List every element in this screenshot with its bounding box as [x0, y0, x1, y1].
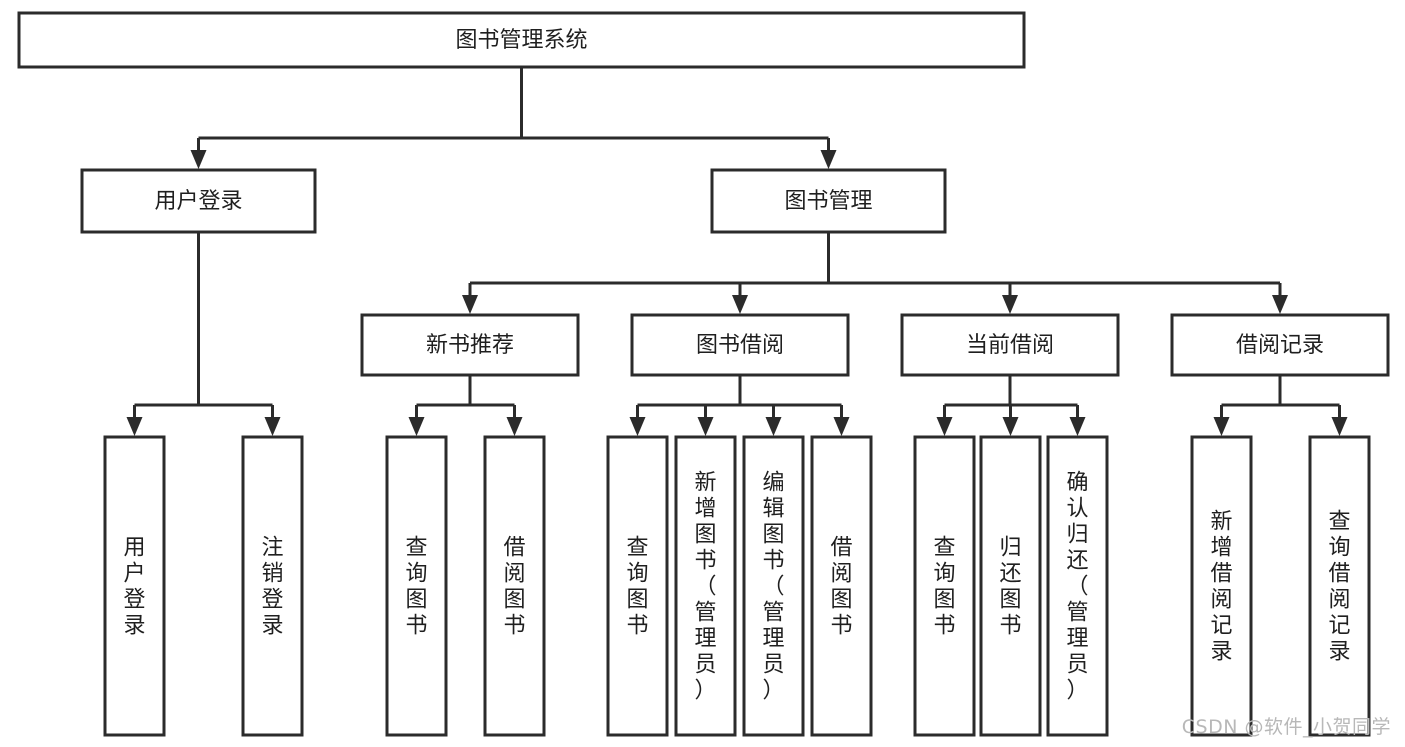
- connector-group-root: [190, 67, 837, 169]
- arrowhead-icon-leaf-query-book-current: [936, 417, 953, 436]
- node-box-leaf-add-borrow-record: [1190, 435, 1253, 737]
- arrowhead-icon-leaf-query-book-recommend: [408, 417, 425, 436]
- connector-group-book-manage: [462, 232, 1288, 314]
- connector-layer: [126, 67, 1348, 436]
- node-box-leaf-query-book-borrow: [606, 435, 669, 737]
- watermark-text: CSDN @软件_小贺同学: [1181, 716, 1391, 738]
- connector-group-new-book-recommend: [408, 375, 523, 436]
- node-user-login[interactable]: 用户登录: [80, 168, 317, 234]
- node-leaf-query-book-current[interactable]: 查询图书: [913, 435, 976, 737]
- arrowhead-icon-leaf-add-borrow-record: [1213, 417, 1230, 436]
- node-leaf-edit-book-admin[interactable]: 编辑图书（管理员）: [742, 435, 805, 737]
- arrowhead-icon-leaf-borrow-book-recommend: [506, 417, 523, 436]
- arrowhead-icon-leaf-user-login: [126, 417, 143, 436]
- node-label-leaf-borrow-book: 借阅图书: [830, 535, 852, 638]
- node-label-leaf-confirm-return-admin: 确认归还（管理员）: [1066, 470, 1088, 703]
- node-leaf-user-logout[interactable]: 注销登录: [241, 435, 304, 737]
- arrowhead-icon-new-book-recommend: [462, 295, 478, 314]
- arrowhead-icon-book-manage: [820, 150, 837, 169]
- arrowhead-icon-borrow-record: [1272, 295, 1288, 314]
- node-label-user-login: 用户登录: [154, 189, 242, 214]
- node-leaf-add-book-admin[interactable]: 新增图书（管理员）: [674, 435, 737, 737]
- node-box-book-manage: [710, 168, 947, 234]
- node-borrow-record[interactable]: 借阅记录: [1170, 313, 1390, 377]
- node-label-current-borrow: 当前借阅: [966, 333, 1054, 358]
- node-box-leaf-query-book-current: [913, 435, 976, 737]
- arrowhead-icon-leaf-borrow-book: [833, 417, 850, 436]
- node-label-leaf-user-login: 用户登录: [123, 535, 145, 638]
- node-leaf-add-borrow-record[interactable]: 新增借阅记录: [1190, 435, 1253, 737]
- arrowhead-icon-book-borrow: [732, 295, 748, 314]
- node-leaf-query-book-recommend[interactable]: 查询图书: [385, 435, 448, 737]
- node-box-leaf-user-logout: [241, 435, 304, 737]
- node-label-borrow-record: 借阅记录: [1236, 333, 1324, 358]
- node-label-leaf-user-logout: 注销登录: [261, 535, 283, 638]
- node-layer: 图书管理系统用户登录图书管理新书推荐图书借阅当前借阅借阅记录用户登录注销登录查询…: [17, 11, 1390, 737]
- node-box-new-book-recommend: [360, 313, 580, 377]
- node-leaf-query-book-borrow[interactable]: 查询图书: [606, 435, 669, 737]
- connector-group-book-borrow: [629, 375, 850, 436]
- node-box-leaf-edit-book-admin: [742, 435, 805, 737]
- arrowhead-icon-leaf-add-book-admin: [697, 417, 714, 436]
- arrowhead-icon-leaf-edit-book-admin: [765, 417, 782, 436]
- arrowhead-icon-leaf-user-logout: [264, 417, 281, 436]
- node-label-leaf-add-borrow-record: 新增借阅记录: [1210, 509, 1232, 664]
- node-label-book-borrow: 图书借阅: [696, 333, 784, 358]
- node-current-borrow[interactable]: 当前借阅: [900, 313, 1120, 377]
- node-book-manage[interactable]: 图书管理: [710, 168, 947, 234]
- node-box-leaf-add-book-admin: [674, 435, 737, 737]
- node-label-leaf-return-book: 归还图书: [999, 535, 1021, 638]
- arrowhead-icon-leaf-return-book: [1002, 417, 1019, 436]
- node-box-book-borrow: [630, 313, 850, 377]
- node-box-leaf-query-book-recommend: [385, 435, 448, 737]
- node-box-user-login: [80, 168, 317, 234]
- node-leaf-confirm-return-admin[interactable]: 确认归还（管理员）: [1046, 435, 1109, 737]
- node-label-leaf-query-book-current: 查询图书: [933, 535, 955, 638]
- node-box-current-borrow: [900, 313, 1120, 377]
- node-leaf-borrow-book-recommend[interactable]: 借阅图书: [483, 435, 546, 737]
- arrowhead-icon-current-borrow: [1002, 295, 1018, 314]
- node-box-leaf-user-login: [103, 435, 166, 737]
- node-box-root: [17, 11, 1026, 69]
- arrowhead-icon-leaf-confirm-return-admin: [1069, 417, 1086, 436]
- arrowhead-icon-leaf-query-borrow-record: [1331, 417, 1348, 436]
- node-label-root: 图书管理系统: [455, 28, 587, 53]
- node-leaf-borrow-book[interactable]: 借阅图书: [810, 435, 873, 737]
- node-leaf-return-book[interactable]: 归还图书: [979, 435, 1042, 737]
- node-box-leaf-confirm-return-admin: [1046, 435, 1109, 737]
- node-box-borrow-record: [1170, 313, 1390, 377]
- node-box-leaf-borrow-book-recommend: [483, 435, 546, 737]
- node-label-leaf-query-book-recommend: 查询图书: [405, 535, 427, 638]
- node-new-book-recommend[interactable]: 新书推荐: [360, 313, 580, 377]
- arrowhead-icon-leaf-query-book-borrow: [629, 417, 646, 436]
- node-label-leaf-query-book-borrow: 查询图书: [626, 535, 648, 638]
- node-label-new-book-recommend: 新书推荐: [426, 333, 514, 358]
- node-box-leaf-return-book: [979, 435, 1042, 737]
- node-leaf-user-login[interactable]: 用户登录: [103, 435, 166, 737]
- node-label-book-manage: 图书管理: [784, 189, 872, 214]
- connector-group-user-login: [126, 232, 281, 436]
- node-box-leaf-query-borrow-record: [1308, 435, 1371, 737]
- connector-group-borrow-record: [1213, 375, 1348, 436]
- node-leaf-query-borrow-record[interactable]: 查询借阅记录: [1308, 435, 1371, 737]
- node-book-borrow[interactable]: 图书借阅: [630, 313, 850, 377]
- node-box-leaf-borrow-book: [810, 435, 873, 737]
- node-label-leaf-edit-book-admin: 编辑图书（管理员）: [762, 470, 784, 703]
- node-label-leaf-add-book-admin: 新增图书（管理员）: [694, 470, 716, 703]
- node-root[interactable]: 图书管理系统: [17, 11, 1026, 69]
- node-label-leaf-query-borrow-record: 查询借阅记录: [1328, 509, 1350, 664]
- arrowhead-icon-user-login: [190, 150, 207, 169]
- node-label-leaf-borrow-book-recommend: 借阅图书: [503, 535, 525, 638]
- connector-group-current-borrow: [936, 375, 1086, 436]
